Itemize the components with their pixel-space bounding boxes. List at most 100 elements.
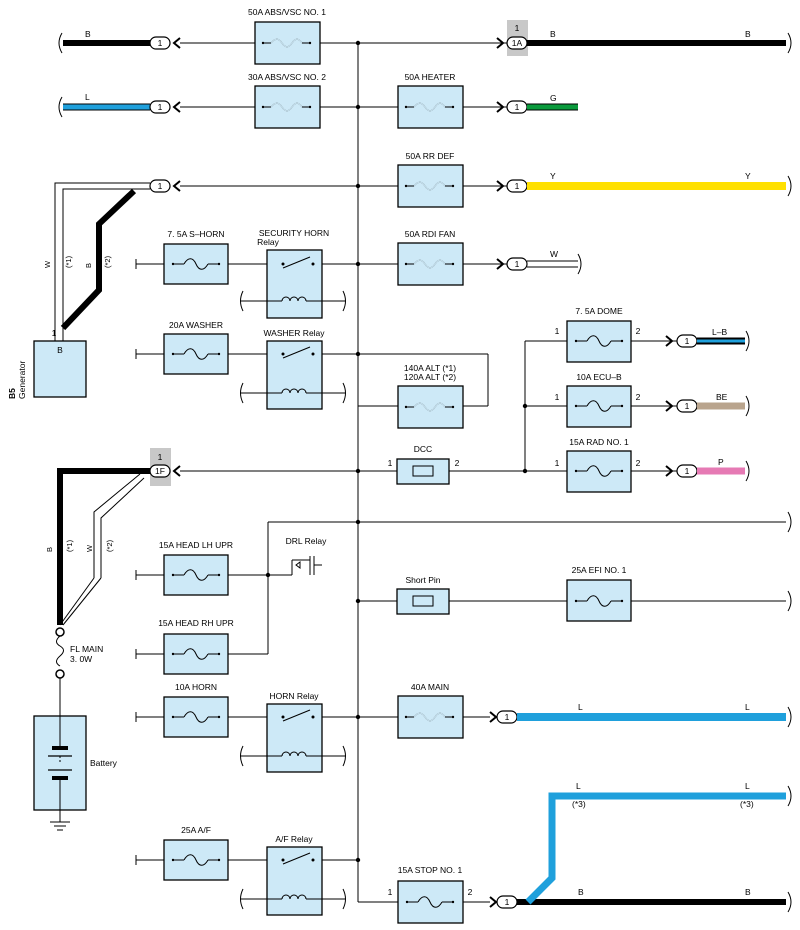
svg-text:1: 1 [52, 328, 57, 338]
fuse-af: 25A A/F [163, 825, 229, 881]
svg-text:L: L [745, 781, 750, 791]
fuse-headrh: 15A HEAD RH UPR [158, 618, 234, 675]
svg-text:B: B [550, 29, 556, 39]
fuse-rdi-label: 50A RDI FAN [405, 229, 456, 239]
right-wire-rad: 1 P [665, 457, 750, 482]
svg-text:1: 1 [505, 897, 510, 907]
svg-text:1: 1 [685, 336, 690, 346]
fuse-main40: 40A MAIN [397, 682, 464, 739]
svg-text:SECURITY HORN: SECURITY HORN [259, 228, 329, 238]
svg-text:1: 1 [515, 181, 520, 191]
svg-text:1: 1 [388, 887, 393, 897]
fuse-af-label: 25A A/F [181, 825, 211, 835]
svg-text:2: 2 [636, 458, 641, 468]
svg-text:FL MAIN: FL MAIN [70, 644, 103, 654]
relay-horn: HORN Relay [240, 691, 346, 773]
svg-text:2: 2 [455, 458, 460, 468]
right-wire-rrdef: 1 Y Y [496, 171, 792, 197]
left-wire-b: B [58, 29, 150, 54]
right-wire-ends [787, 511, 792, 612]
svg-text:L: L [85, 92, 90, 102]
svg-text:1: 1 [158, 452, 163, 462]
relay-security-horn: SECURITY HORN Relay [240, 228, 346, 319]
fuse-shortpin: Short Pin [396, 575, 450, 615]
junction-dots [265, 40, 528, 863]
fuse-shorn: 7. 5A S–HORN [163, 229, 229, 285]
generator-wiring: W (*1) B (*2) [43, 182, 150, 344]
svg-text:B: B [85, 29, 91, 39]
fuse-washer: 20A WASHER [163, 320, 229, 375]
fuse-dome-label: 7. 5A DOME [575, 306, 623, 316]
svg-text:1: 1 [515, 102, 520, 112]
svg-text:WASHER Relay: WASHER Relay [263, 328, 325, 338]
fuse-rrdef: 50A RR DEF [397, 151, 464, 208]
right-wire-1a: 1 1A B B [496, 23, 792, 54]
svg-text:1: 1 [685, 401, 690, 411]
svg-text:W: W [550, 249, 558, 259]
svg-text:2: 2 [636, 326, 641, 336]
svg-text:1: 1 [388, 458, 393, 468]
fuse-dcc-label: DCC [414, 444, 432, 454]
svg-text:1: 1 [505, 712, 510, 722]
fuse-headlh: 15A HEAD LH UPR [159, 540, 233, 596]
svg-text:Y: Y [550, 171, 556, 181]
fuse-shortpin-label: Short Pin [406, 575, 441, 585]
svg-text:W: W [43, 260, 52, 268]
svg-text:Generator: Generator [17, 361, 27, 399]
fuse-dcc: DCC 1 2 [388, 444, 460, 485]
fuse-rad: 15A RAD NO. 1 1 2 [555, 437, 641, 493]
battery-wiring: B (*1) W (*2) FL MAIN 3. 0W [45, 468, 150, 716]
fuse-alt2-label: 120A ALT (*2) [404, 372, 456, 382]
fuse-abs2-label: 30A ABS/VSC NO. 2 [248, 72, 326, 82]
fuse-washer-label: 20A WASHER [169, 320, 223, 330]
svg-text:B: B [745, 29, 751, 39]
svg-text:2: 2 [636, 392, 641, 402]
fuse-main40-label: 40A MAIN [411, 682, 449, 692]
svg-text:Relay: Relay [257, 237, 279, 247]
svg-text:(*2): (*2) [103, 255, 112, 268]
svg-text:L: L [745, 702, 750, 712]
right-wire-rdi: 1 W [496, 249, 582, 275]
svg-text:1: 1 [685, 466, 690, 476]
fuse-heater-label: 50A HEATER [405, 72, 456, 82]
fuse-efi-label: 25A EFI NO. 1 [572, 565, 627, 575]
svg-text:1: 1 [515, 259, 520, 269]
relay-af: A/F Relay [240, 834, 346, 916]
right-wire-main40: 1 L L [489, 702, 792, 728]
relay-drl: DRL Relay [286, 536, 328, 575]
svg-text:1A: 1A [512, 38, 523, 48]
svg-text:L: L [576, 781, 581, 791]
fuse-horn-label: 10A HORN [175, 682, 217, 692]
fuse-heater: 50A HEATER [397, 72, 464, 129]
svg-text:L: L [578, 702, 583, 712]
fuse-rad-label: 15A RAD NO. 1 [569, 437, 629, 447]
svg-text:B: B [84, 263, 93, 268]
fuse-stop: 15A STOP NO. 1 1 2 [388, 865, 473, 924]
fuse-shorn-label: 7. 5A S–HORN [167, 229, 224, 239]
svg-text:Y: Y [745, 171, 751, 181]
fuse-dome: 7. 5A DOME 1 2 [555, 306, 641, 363]
svg-text:1: 1 [515, 23, 520, 33]
svg-text:1: 1 [555, 458, 560, 468]
svg-text:2: 2 [468, 887, 473, 897]
fuse-stop-label: 15A STOP NO. 1 [398, 865, 463, 875]
svg-text:(*3): (*3) [572, 799, 586, 809]
svg-text:B: B [745, 887, 751, 897]
svg-text:L–B: L–B [712, 327, 727, 337]
svg-text:B: B [578, 887, 584, 897]
svg-text:3. 0W: 3. 0W [70, 654, 92, 664]
svg-text:B: B [57, 345, 63, 355]
svg-text:1F: 1F [155, 466, 165, 476]
svg-text:(*1): (*1) [64, 255, 73, 268]
svg-text:DRL Relay: DRL Relay [286, 536, 328, 546]
svg-text:B5: B5 [7, 388, 17, 399]
svg-text:G: G [550, 93, 557, 103]
svg-text:A/F Relay: A/F Relay [275, 834, 313, 844]
svg-text:(*3): (*3) [740, 799, 754, 809]
svg-text:1: 1 [158, 181, 163, 191]
right-wire-ecub: 1 BE [665, 392, 750, 417]
svg-text:W: W [85, 544, 94, 552]
fuse-ecub: 10A ECU–B 1 2 [555, 372, 641, 428]
right-wire-dome: 1 L–B [665, 327, 750, 352]
